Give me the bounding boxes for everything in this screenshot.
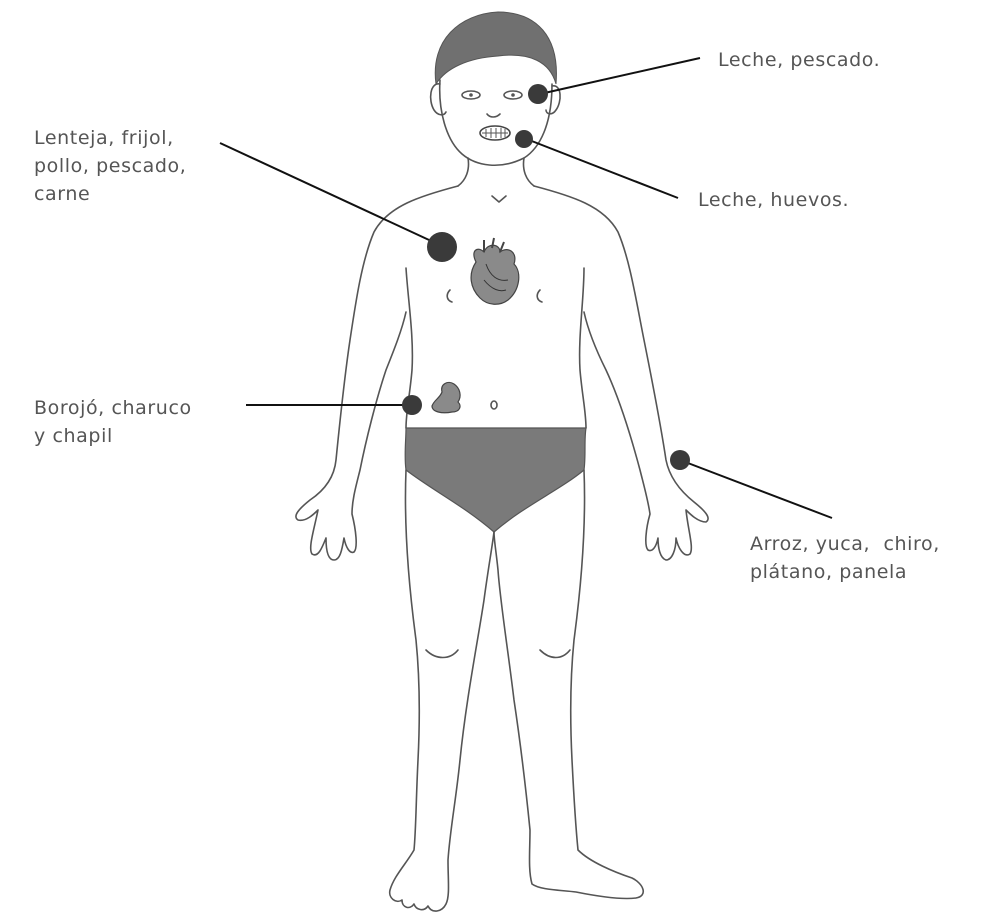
collarbone-mark — [492, 196, 506, 202]
heart-icon — [471, 238, 519, 304]
hair — [435, 12, 556, 84]
neck — [458, 158, 534, 186]
label-line: Lenteja, frijol, — [34, 124, 186, 152]
pointer-line-chest — [220, 143, 442, 246]
pointer-line-head — [540, 58, 700, 94]
briefs — [405, 428, 586, 532]
torso-right — [580, 268, 586, 428]
label-chest: Lenteja, frijol, pollo, pescado, carne — [34, 124, 186, 208]
liver-icon — [432, 382, 460, 412]
marker-dot-head — [528, 84, 548, 104]
label-arm: Arroz, yuca, chiro, plátano, panela — [750, 530, 940, 586]
label-line: Leche, pescado. — [718, 46, 880, 74]
label-abdomen: Borojó, charuco y chapil — [34, 394, 192, 450]
right-arm-outline — [534, 186, 708, 560]
label-line: Borojó, charuco — [34, 394, 192, 422]
label-line: Arroz, yuca, chiro, — [750, 530, 940, 558]
left-leg-outline — [390, 470, 494, 911]
label-head: Leche, pescado. — [718, 46, 880, 74]
label-line: plátano, panela — [750, 558, 940, 586]
label-mouth: Leche, huevos. — [698, 186, 849, 214]
label-line: carne — [34, 180, 186, 208]
left-ear — [431, 84, 446, 115]
marker-dot-chest — [427, 232, 457, 262]
marker-dot-mouth — [515, 130, 533, 148]
marker-dot-abdomen — [402, 395, 422, 415]
marker-dot-arm — [670, 450, 690, 470]
label-line: y chapil — [34, 422, 192, 450]
label-line: pollo, pescado, — [34, 152, 186, 180]
right-leg-outline — [494, 470, 643, 899]
nose — [487, 114, 500, 117]
label-line: Leche, huevos. — [698, 186, 849, 214]
